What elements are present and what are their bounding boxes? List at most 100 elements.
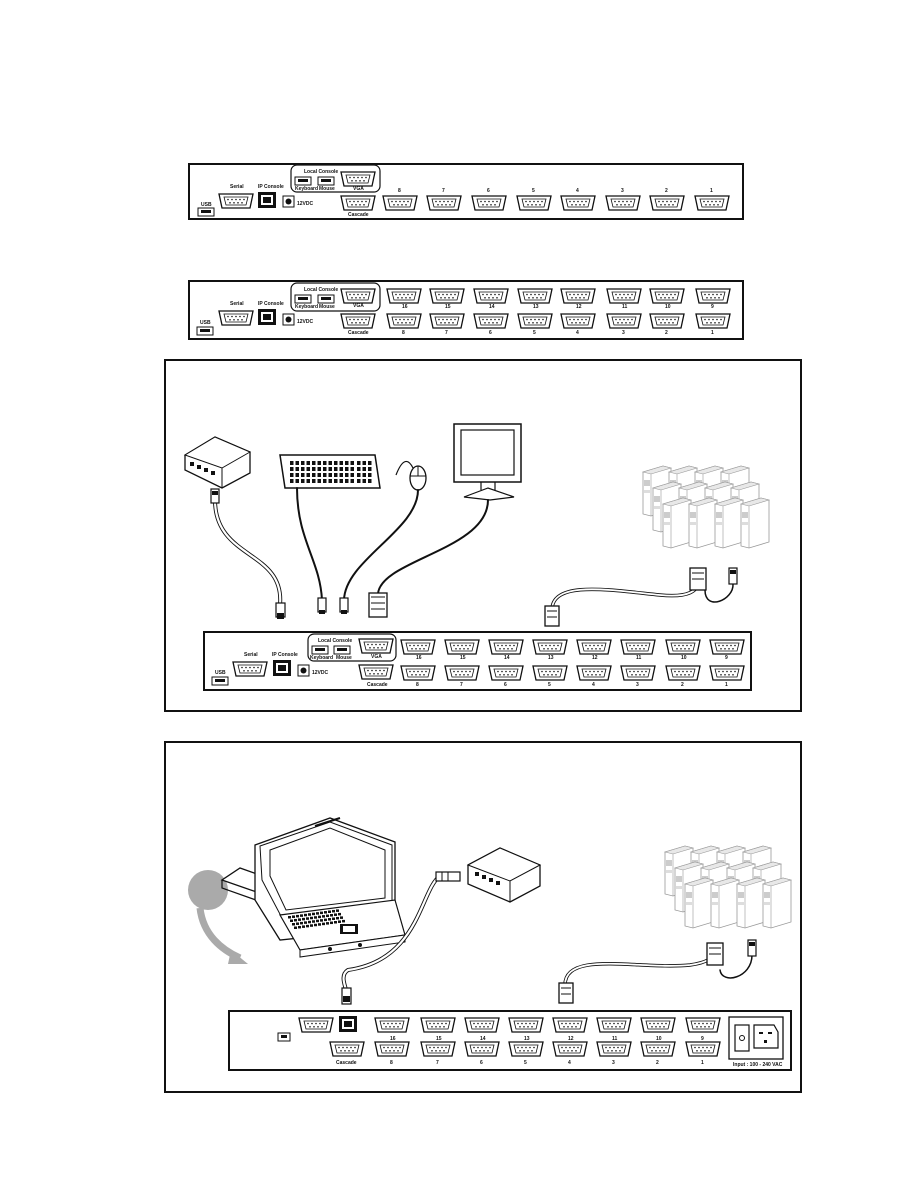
pc-port <box>694 195 730 211</box>
ip-console-label: IP Console <box>258 301 284 307</box>
vga-port <box>358 638 394 654</box>
pc-port <box>473 288 509 304</box>
pc-port <box>464 1041 500 1057</box>
mouse-label: Mouse <box>319 186 335 192</box>
usb-port <box>197 207 215 217</box>
port-number-label: 1 <box>710 188 713 194</box>
pc-port <box>488 639 524 655</box>
server-tower <box>736 877 766 929</box>
port-number-label: 3 <box>636 682 639 688</box>
pc-port <box>649 313 685 329</box>
pc-port <box>560 195 596 211</box>
dc-label: 12VDC <box>312 670 329 676</box>
pc-port <box>444 665 480 681</box>
ip-console-port <box>273 660 291 676</box>
port-number-label: 8 <box>416 682 419 688</box>
ip-console-port <box>258 192 276 208</box>
ip-console-label: IP Console <box>272 652 298 658</box>
mouse-label: Mouse <box>319 304 335 310</box>
port-number-label: 7 <box>442 188 445 194</box>
local-console-label: Local Console <box>304 287 338 293</box>
port-number-label: 4 <box>576 188 579 194</box>
cascade-port <box>340 195 376 211</box>
kvm-8port-rear-panel: USB Serial IP Console 12VDC Local Consol… <box>188 163 744 220</box>
port-number-label: 1 <box>701 1060 704 1066</box>
cascade-label: Cascade <box>348 330 369 336</box>
port-number-label: 11 <box>612 1036 618 1042</box>
port-number-label: 6 <box>487 188 490 194</box>
port-number-label: 3 <box>621 188 624 194</box>
cable-plugs <box>210 488 738 627</box>
port-number-label: 2 <box>665 188 668 194</box>
cascade-port <box>340 313 376 329</box>
port-number-label: 10 <box>665 304 671 310</box>
pc-port <box>400 665 436 681</box>
pc-port <box>606 313 642 329</box>
port-number-label: 11 <box>622 304 628 310</box>
port-number-label: 12 <box>592 655 598 661</box>
pc-port <box>516 195 552 211</box>
cascade-port <box>358 664 394 680</box>
pc-port <box>420 1017 456 1033</box>
pc-port <box>552 1041 588 1057</box>
pc-port <box>508 1041 544 1057</box>
pc-port <box>665 665 701 681</box>
pc-port <box>508 1017 544 1033</box>
port-number-label: 5 <box>533 330 536 336</box>
serial-port <box>218 193 254 209</box>
vga-port <box>340 171 376 187</box>
port-number-label: 15 <box>436 1036 442 1042</box>
pc-port <box>560 288 596 304</box>
server-tower <box>762 877 792 929</box>
port-number-label: 4 <box>592 682 595 688</box>
port-number-label: 4 <box>576 330 579 336</box>
port-number-label: 16 <box>390 1036 396 1042</box>
port-number-label: 2 <box>656 1060 659 1066</box>
pc-port <box>532 665 568 681</box>
port-number-label: 1 <box>725 682 728 688</box>
vga-port <box>340 288 376 304</box>
pc-port <box>695 288 731 304</box>
port-number-label: 15 <box>445 304 451 310</box>
pc-port <box>620 639 656 655</box>
vga-label: VGA <box>353 186 364 192</box>
keyboard-label: Keyboard <box>310 655 333 661</box>
pc-port <box>473 313 509 329</box>
port-number-label: 5 <box>548 682 551 688</box>
kvm-rear-panel: USB Serial IP Console 12VDC Local Consol… <box>203 631 752 691</box>
ip-console-port <box>339 1016 357 1032</box>
server-tower <box>662 497 692 549</box>
kvm-16port-rear-panel: USB Serial IP Console 12VDC Local Consol… <box>188 280 744 340</box>
pc-port <box>620 665 656 681</box>
cascade-label: Cascade <box>336 1060 357 1066</box>
port-number-label: 7 <box>460 682 463 688</box>
port-number-label: 13 <box>548 655 554 661</box>
pc-port <box>576 665 612 681</box>
server-tower <box>710 877 740 929</box>
pc-port <box>429 288 465 304</box>
dc-label: 12VDC <box>297 201 314 207</box>
port-number-label: 3 <box>622 330 625 336</box>
pc-port <box>532 639 568 655</box>
local-console-group <box>290 282 381 312</box>
dc-label: 12VDC <box>297 319 314 325</box>
ip-console-label: IP Console <box>258 184 284 190</box>
server-tower <box>714 497 744 549</box>
pc-port <box>517 313 553 329</box>
mouse-label: Mouse <box>336 655 352 661</box>
network-switch <box>183 436 252 489</box>
pc-port <box>685 1017 721 1033</box>
port-number-label: 7 <box>436 1060 439 1066</box>
usb-label: USB <box>201 202 212 208</box>
local-console-group <box>290 164 381 193</box>
server-tower <box>684 877 714 929</box>
port-number-label: 16 <box>402 304 408 310</box>
port-number-label: 9 <box>711 304 714 310</box>
local-console-label: Local Console <box>318 638 352 644</box>
network-switch <box>466 847 542 903</box>
serial-port <box>298 1017 334 1033</box>
